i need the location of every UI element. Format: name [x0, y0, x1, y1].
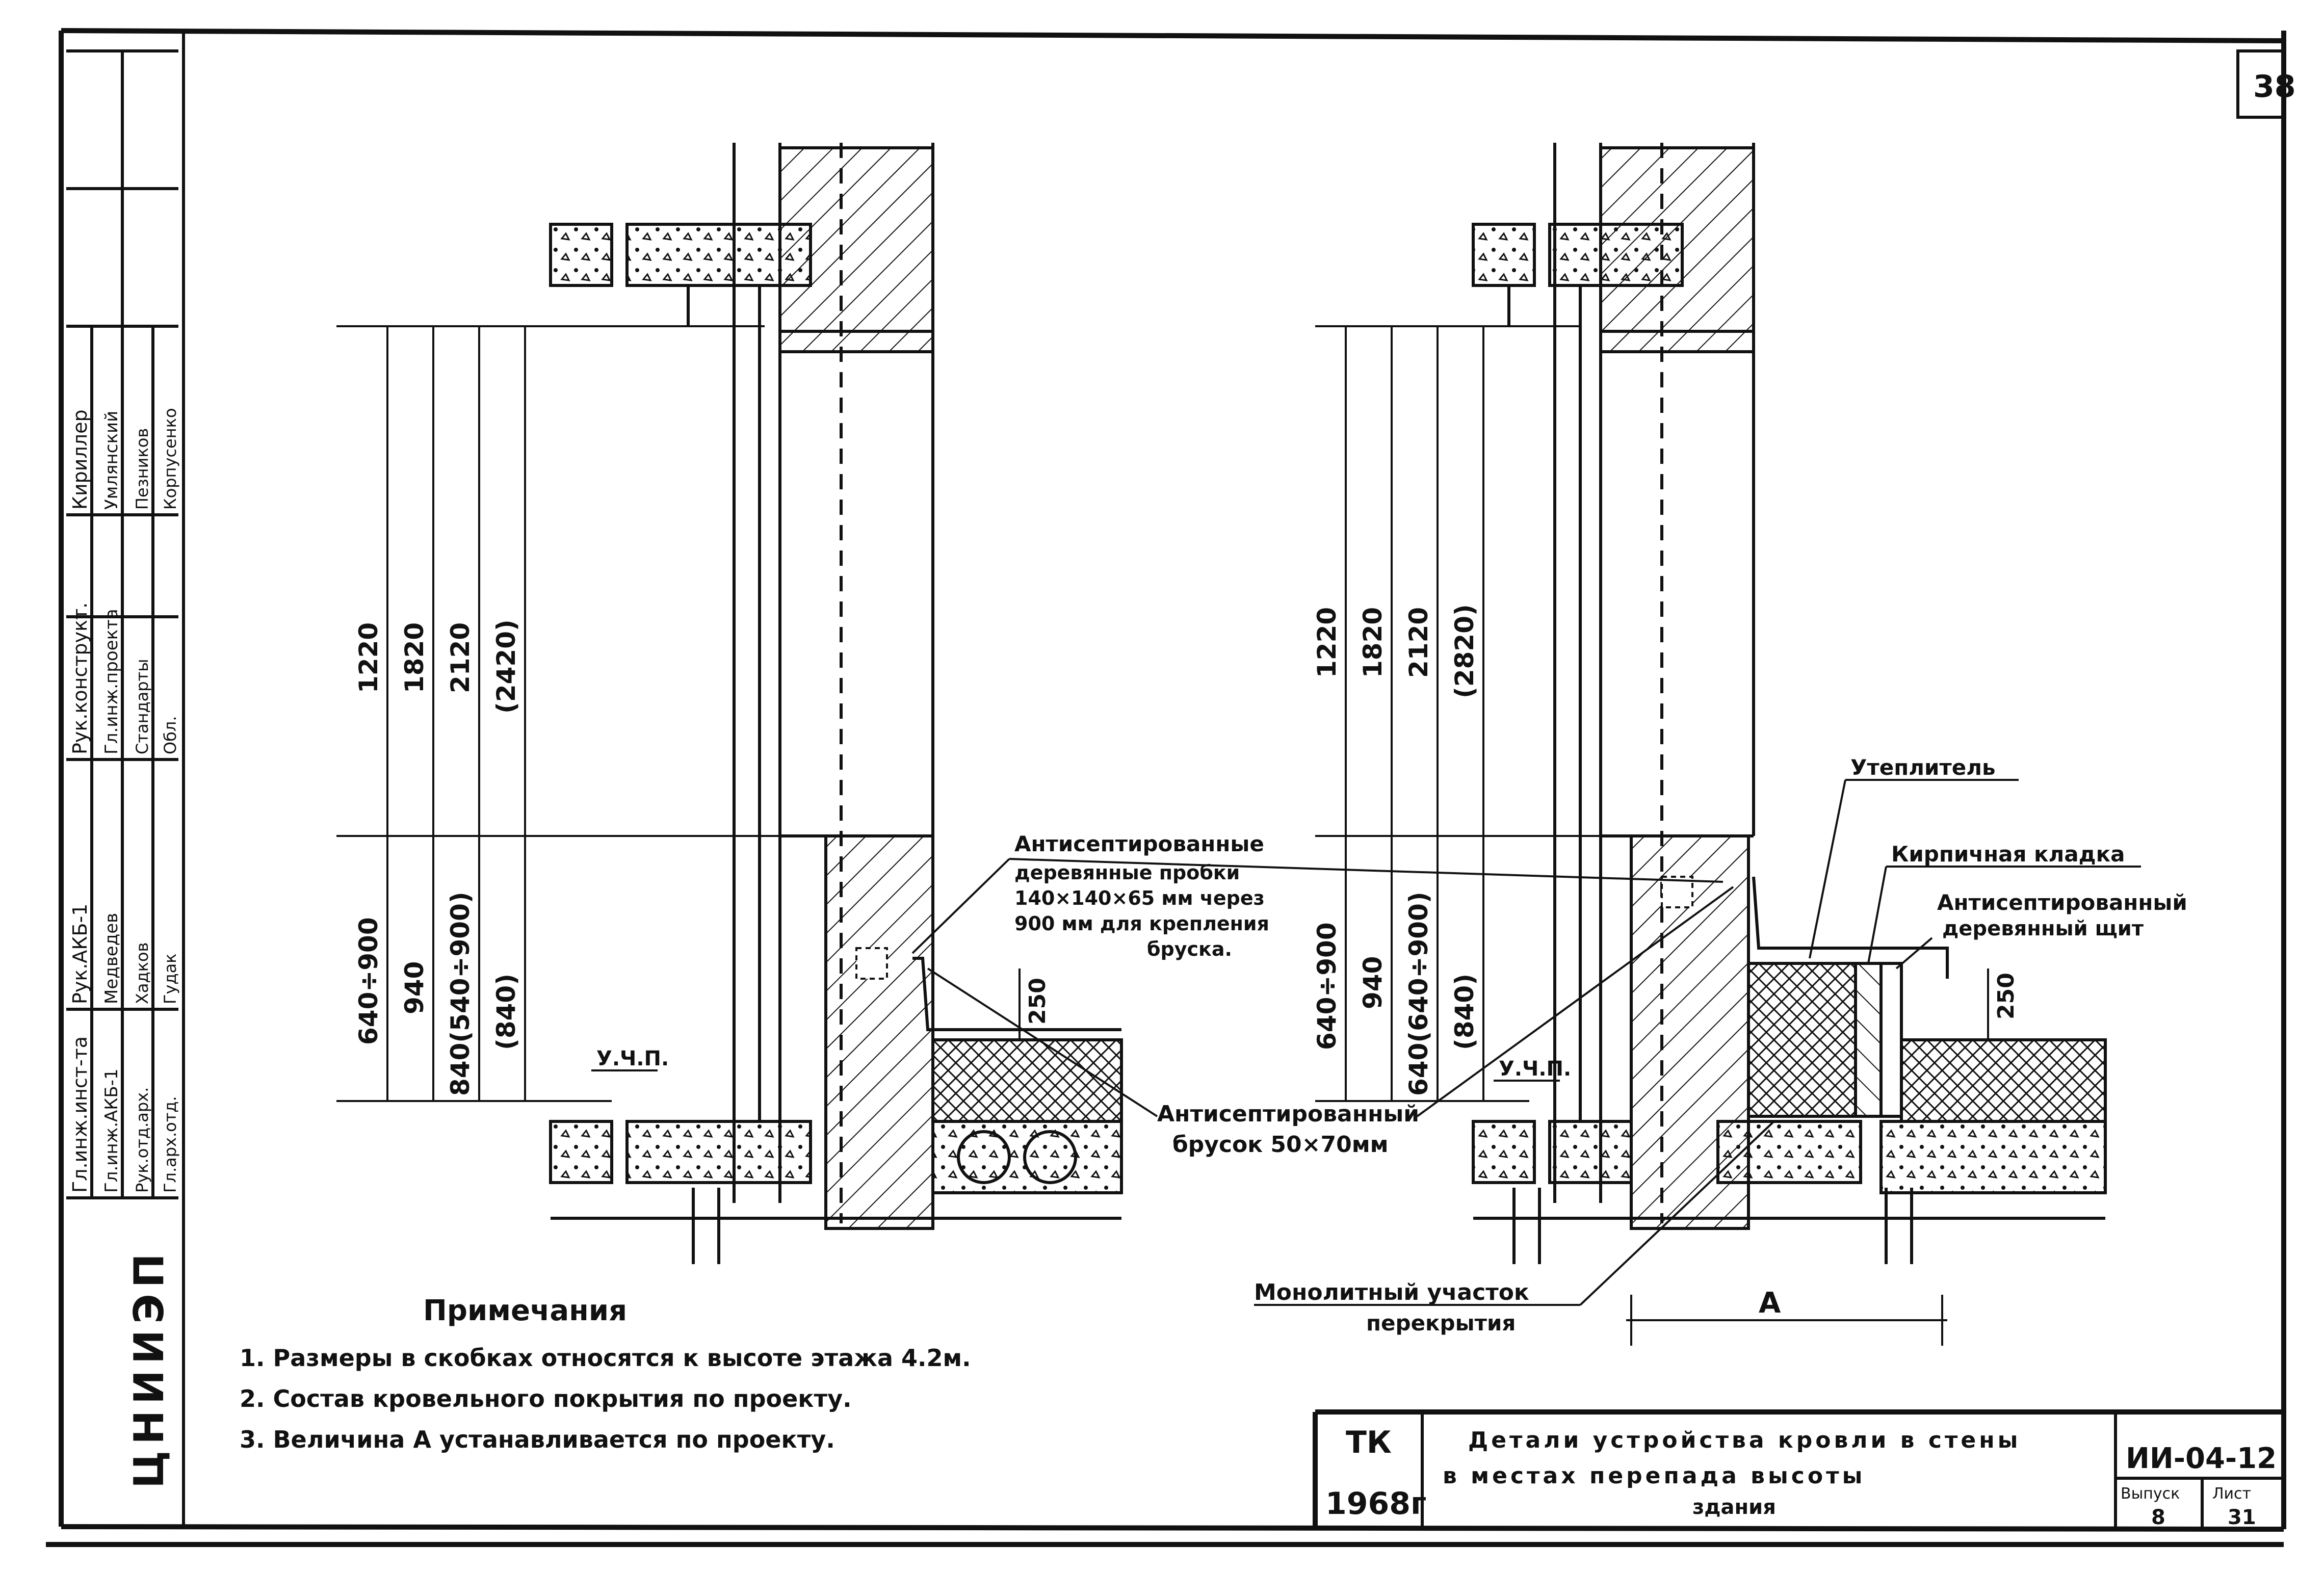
right-detail: 1220 1820 2120 (2820) 640÷900 940 640(64… [1312, 143, 2107, 1346]
stamp-name-4: Кириллер [69, 409, 91, 510]
notes-title: Примечания [423, 1294, 627, 1327]
note-1: 1. Размеры в скобках относятся к высоте … [240, 1344, 971, 1372]
stamp-role-8: Стандарты [133, 659, 152, 754]
shield-line-2: деревянный щит [1942, 917, 2144, 940]
plugs-line-1: Антисептированные [1014, 831, 1264, 856]
stamp-org: ЦНИИЭП [125, 1247, 173, 1488]
shield-line-1: Антисептированный [1937, 890, 2187, 915]
right-dim-5: 640÷900 [1312, 922, 1342, 1050]
brickwork-label: Кирпичная кладка [1891, 842, 2125, 867]
stamp-role-7: Рук.отд.арх. [133, 1087, 152, 1193]
stamp-name-5: Умлянский [101, 411, 122, 510]
stamp-name-3: Гудак [161, 953, 180, 1004]
tb-tk: ТК [1346, 1425, 1392, 1460]
stamp-role-10: Обл. [161, 716, 180, 754]
tb-sheet-label: Лист [2212, 1485, 2251, 1503]
right-dim-3: 2120 [1404, 607, 1433, 678]
left-dim-250: 250 [1025, 978, 1051, 1025]
tb-code: ИИ-04-12 [2126, 1442, 2277, 1475]
sheet-number-box: 38 [2236, 49, 2296, 119]
plugs-line-2: деревянные пробки [1014, 861, 1240, 884]
right-dim-2: 1820 [1358, 607, 1388, 678]
left-dim-6: 940 [400, 961, 429, 1014]
plugs-line-3: 140×140×65 мм через [1014, 887, 1265, 909]
plugs-line-4: 900 мм для крепления [1014, 912, 1269, 935]
stamp-role-2: Рук.АКБ-1 [69, 904, 91, 1004]
bar-line-2: брусок 50×70мм [1172, 1132, 1389, 1158]
right-dim-7: 640(640÷900) [1404, 892, 1433, 1096]
side-stamp: Гл.инж.инст-та Рук.АКБ-1 Рук.конструкт. … [66, 49, 180, 1488]
insulation-label: Утеплитель [1850, 755, 1996, 780]
left-level: У.Ч.П. [596, 1047, 669, 1070]
tb-title-1: Детали устройства кровли в стены [1468, 1427, 2021, 1453]
left-dim-8: (840) [491, 974, 521, 1050]
left-dim-2: 1820 [400, 622, 429, 693]
right-dim-6: 940 [1358, 956, 1388, 1009]
sheet-number: 38 [2253, 69, 2296, 104]
left-dim-4: (2420) [491, 619, 521, 714]
right-dim-4: (2820) [1450, 604, 1479, 698]
note-2: 2. Состав кровельного покрытия по проект… [240, 1385, 852, 1412]
stamp-role-5: Гл.инж.АКБ-1 [101, 1068, 122, 1193]
stamp-role-3: Рук.конструкт. [69, 603, 91, 754]
notes: Примечания 1. Размеры в скобках относятс… [240, 1294, 971, 1453]
left-dim-7: 840(540÷900) [446, 892, 475, 1096]
plugs-line-5: бруска. [1147, 938, 1232, 960]
title-block: ТК 1968г Детали устройства кровли в стен… [1313, 1409, 2284, 1529]
left-dim-5: 640÷900 [354, 917, 383, 1045]
tb-title-3: здания [1692, 1496, 1776, 1519]
monolith-line-2: перекрытия [1366, 1311, 1516, 1336]
tb-issue-value: 8 [2151, 1506, 2165, 1529]
note-3: 3. Величина А устанавливается по проекту… [240, 1426, 835, 1453]
stamp-role-1: Гл.инж.инст-та [69, 1036, 91, 1193]
stamp-name-1: Медведев [101, 913, 122, 1004]
right-dim-1: 1220 [1312, 607, 1342, 678]
left-detail: 1220 1820 2120 (2420) 640÷900 940 840(54… [336, 143, 1123, 1264]
stamp-name-2: Хадков [133, 942, 152, 1004]
tb-sheet-value: 31 [2228, 1506, 2256, 1529]
sheet-frame [46, 28, 2286, 1547]
left-dim-1: 1220 [354, 622, 383, 693]
right-level: У.Ч.П. [1499, 1057, 1571, 1081]
tb-issue-label: Выпуск [2121, 1485, 2180, 1503]
right-dim-8: (840) [1450, 974, 1479, 1050]
callouts: Антисептированные деревянные пробки 140×… [911, 755, 2187, 1336]
stamp-name-7: Корпусенко [161, 408, 180, 510]
right-dim-a: А [1759, 1287, 1781, 1320]
right-dim-250: 250 [1993, 973, 2019, 1019]
stamp-role-9: Гл.арх.отд. [161, 1096, 180, 1193]
tb-title-2: в местах перепада высоты [1443, 1463, 1865, 1489]
bar-line-1: Антисептированный [1157, 1101, 1419, 1127]
monolith-line-1: Монолитный участок [1254, 1279, 1529, 1305]
left-dim-3: 2120 [446, 622, 475, 693]
stamp-name-6: Пезников [133, 428, 152, 510]
tb-year: 1968г [1325, 1486, 1426, 1522]
stamp-role-6: Гл.инж.проекта [101, 609, 122, 754]
